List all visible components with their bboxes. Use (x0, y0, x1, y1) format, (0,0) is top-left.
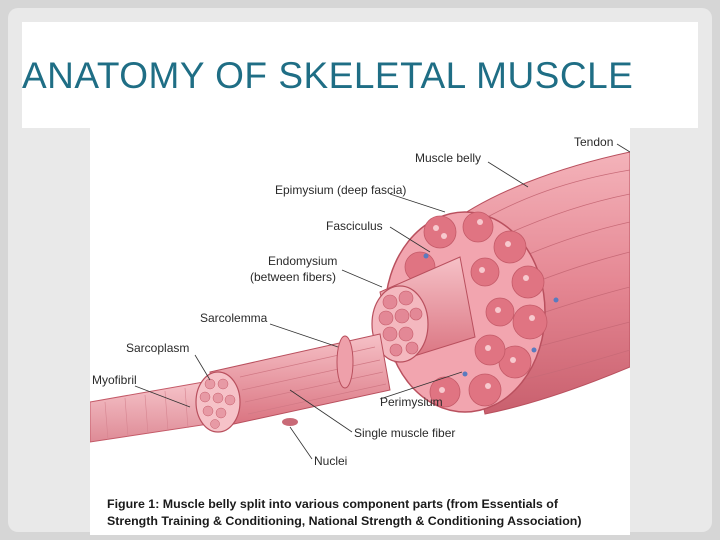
label-tendon: Tendon (574, 135, 613, 149)
label-myofibril: Myofibril (92, 373, 137, 387)
label-sarcoplasm: Sarcoplasm (126, 341, 189, 355)
muscle-anatomy-figure: Tendon Muscle belly Epimysium (deep fasc… (90, 122, 630, 535)
label-endomysium: Endomysium (268, 254, 337, 268)
nucleus (282, 418, 298, 426)
fasciculus-fibers (378, 290, 423, 357)
caption-line-1: Figure 1: Muscle belly split into variou… (107, 497, 558, 511)
label-endomysium-detail: (between fibers) (250, 270, 336, 284)
label-muscle-belly: Muscle belly (415, 151, 481, 165)
blood-vessel-dots (423, 253, 559, 377)
caption-line-2: Strength Training & Conditioning, Nation… (107, 514, 582, 528)
label-sarcolemma: Sarcolemma (200, 311, 268, 325)
fascicle-dots (433, 219, 535, 393)
label-fasciculus: Fasciculus (326, 219, 383, 233)
fiber-striations (239, 346, 387, 415)
sarcolemma-wrap (336, 335, 354, 389)
slide-title: ANATOMY OF SKELETAL MUSCLE (22, 55, 634, 96)
label-perimysium: Perimysium (380, 395, 443, 409)
title-box (22, 22, 698, 128)
label-epimysium: Epimysium (deep fascia) (275, 183, 406, 197)
label-nuclei: Nuclei (314, 454, 347, 468)
muscle-diagram: Tendon Muscle belly Epimysium (deep fasc… (90, 135, 630, 468)
label-single-muscle-fiber: Single muscle fiber (354, 426, 455, 440)
leader-lines (134, 143, 630, 460)
myofibril-circles (199, 378, 236, 429)
figure-caption: Figure 1: Muscle belly split into variou… (107, 496, 637, 530)
